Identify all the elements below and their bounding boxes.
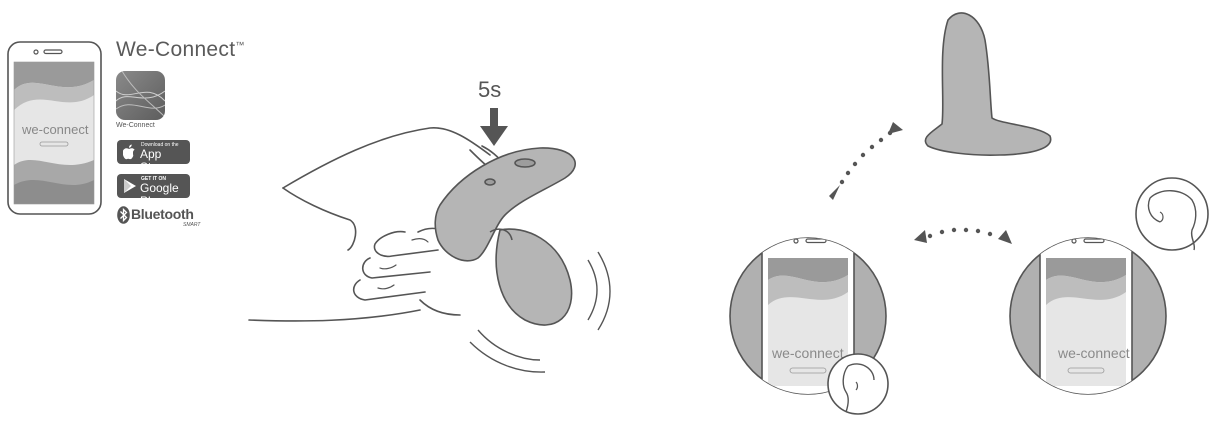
device-top xyxy=(925,13,1050,155)
screen-brand-right: we-connect xyxy=(1057,345,1130,361)
screen-brand-text: we-connect xyxy=(21,122,89,137)
app-icon-label: We-Connect xyxy=(116,122,155,129)
bluetooth-icon xyxy=(117,206,130,224)
play-icon xyxy=(123,178,137,194)
phone-circle-left: we-connect xyxy=(730,228,888,428)
phone-circle-right: we-connect xyxy=(1010,178,1208,428)
apple-icon xyxy=(123,144,137,160)
phone-illustration: we-connect xyxy=(8,42,101,214)
screen-brand-left: we-connect xyxy=(771,345,844,361)
hold-duration-label: 5s xyxy=(478,77,501,103)
device-in-hand xyxy=(435,148,610,372)
app-icon xyxy=(116,71,165,120)
google-play-badge[interactable]: GET IT ON Google Play xyxy=(117,174,190,198)
app-title: We-Connect™ xyxy=(116,38,245,62)
press-arrow xyxy=(480,108,508,146)
bluetooth-smart-logo: Bluetooth SMART xyxy=(117,205,207,231)
app-store-badge[interactable]: Download on the App Store xyxy=(117,140,190,164)
